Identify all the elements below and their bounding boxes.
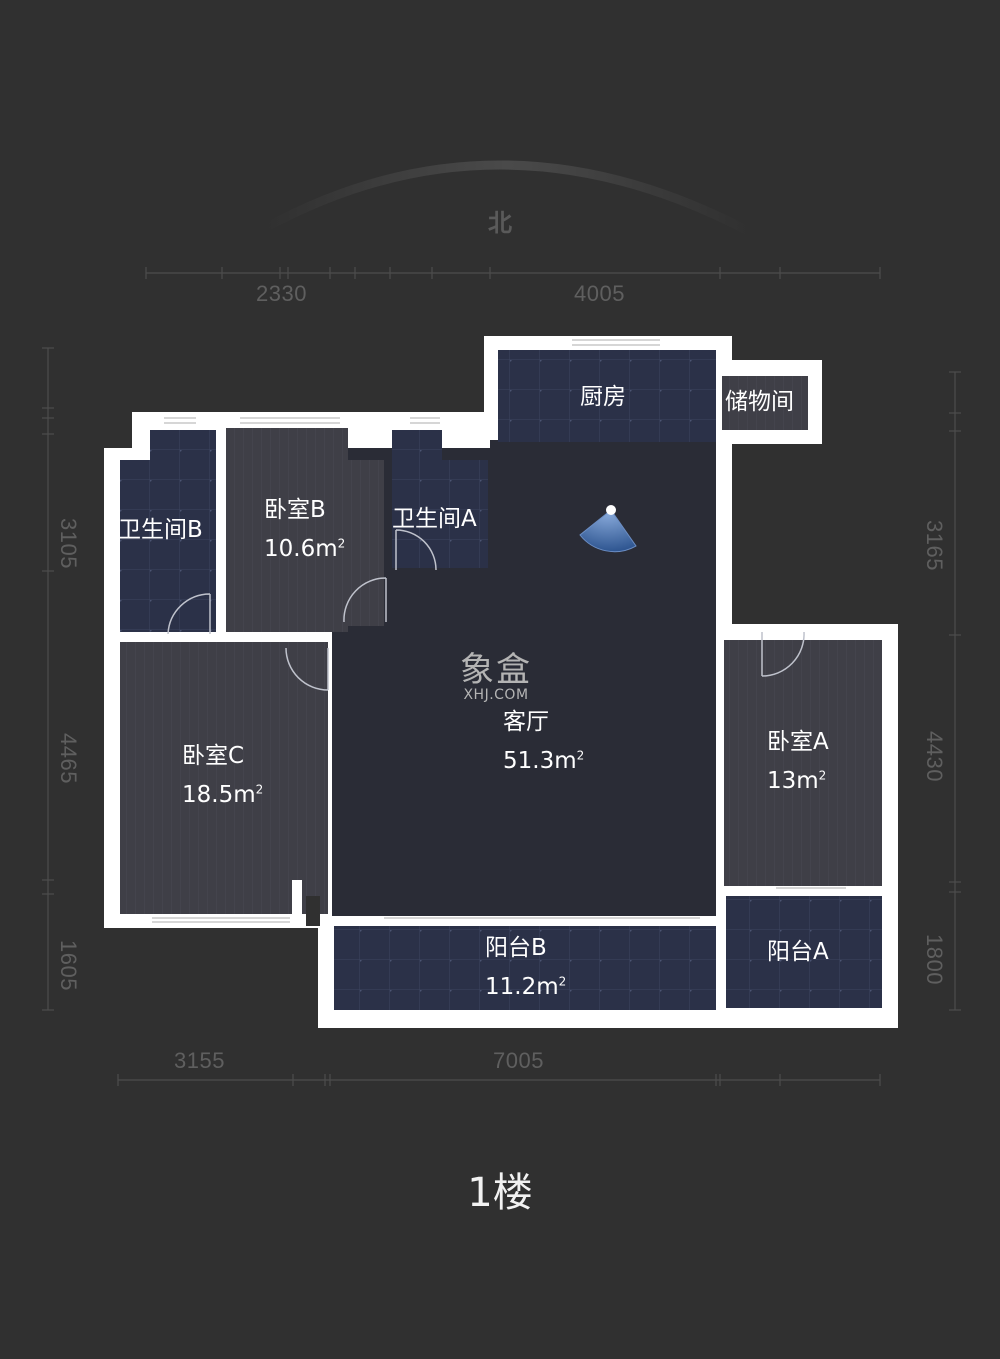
door-swings xyxy=(167,529,805,691)
room-bedroom-c[interactable]: 卧室C 18.5m2 xyxy=(182,737,263,815)
bedroom-c-floor xyxy=(120,642,328,914)
dim-top-1: 2330 xyxy=(256,281,307,306)
dim-top-2: 4005 xyxy=(574,281,625,306)
dim-bottom-1: 3155 xyxy=(174,1048,225,1073)
bathroom-a-floor xyxy=(392,430,442,460)
room-name: 卫生间A xyxy=(392,506,477,532)
room-area: 11.2m2 xyxy=(485,974,567,1001)
bedroom-a-floor xyxy=(724,640,882,886)
room-bathroom-a[interactable]: 卫生间A xyxy=(392,500,477,539)
view-cone-icon xyxy=(579,505,637,553)
bedroom-b-floor xyxy=(226,428,348,632)
dim-left-3: 1605 xyxy=(56,940,81,991)
room-name: 储物间 xyxy=(725,389,794,415)
dim-left-2: 4465 xyxy=(56,733,81,784)
room-area: 18.5m2 xyxy=(182,782,264,809)
dimension-lines xyxy=(42,267,961,1086)
room-bedroom-b[interactable]: 卧室B 10.6m2 xyxy=(264,491,345,569)
room-name: 卧室A xyxy=(767,729,829,755)
room-name: 客厅 xyxy=(503,709,549,735)
room-area: 51.3m2 xyxy=(503,748,585,775)
room-name: 阳台B xyxy=(485,935,547,961)
windows xyxy=(152,339,846,923)
dim-bottom-2: 7005 xyxy=(493,1048,544,1073)
balcony-a-floor xyxy=(726,896,882,1008)
room-name: 卧室B xyxy=(264,497,326,523)
kitchen-floor xyxy=(498,350,716,442)
room-name: 厨房 xyxy=(580,384,626,410)
dim-left-1: 3105 xyxy=(56,518,81,569)
room-living-room[interactable]: 客厅 51.3m2 xyxy=(503,703,584,781)
room-kitchen[interactable]: 厨房 xyxy=(580,378,626,417)
room-bedroom-a[interactable]: 卧室A 13m2 xyxy=(767,723,829,801)
room-area: 10.6m2 xyxy=(264,536,346,563)
room-balcony-b[interactable]: 阳台B 11.2m2 xyxy=(485,929,566,1007)
balcony-b-floor xyxy=(334,926,716,1010)
dim-right-2: 4430 xyxy=(922,731,947,782)
floor-title: 1楼 xyxy=(467,1170,533,1216)
room-name: 卧室C xyxy=(182,743,245,769)
dim-right-1: 3165 xyxy=(922,520,947,571)
room-area: 13m2 xyxy=(767,768,827,795)
room-bathroom-b[interactable]: 卫生间B xyxy=(118,511,203,550)
room-balcony-a[interactable]: 阳台A xyxy=(767,933,829,972)
room-storage[interactable]: 储物间 xyxy=(725,383,794,422)
bathroom-b-floor xyxy=(150,430,216,460)
dim-right-3: 1800 xyxy=(922,934,947,985)
compass-north-label: 北 xyxy=(488,209,512,237)
watermark-logo: 象盒 XHJ.COM xyxy=(460,650,532,703)
room-name: 卫生间B xyxy=(118,517,203,543)
compass-arc-icon xyxy=(262,160,753,236)
storage-floor xyxy=(722,376,808,430)
room-name: 阳台A xyxy=(767,939,829,965)
